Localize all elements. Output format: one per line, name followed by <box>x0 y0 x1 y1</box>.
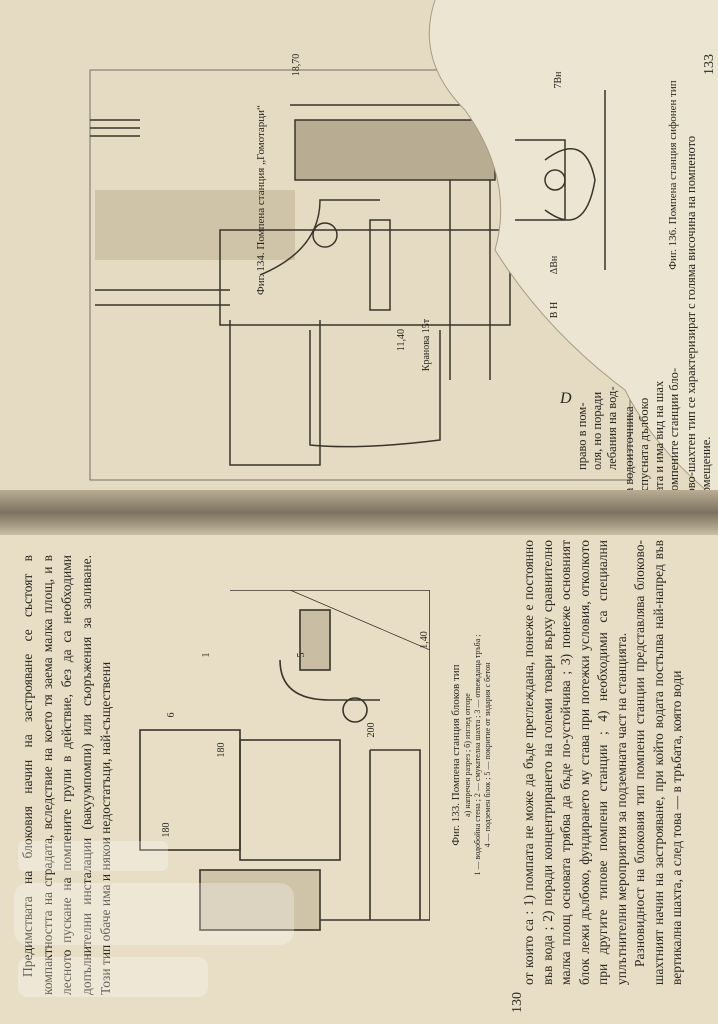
fig133-caption: Фиг. 133. Помпена станция блоков тип <box>450 664 462 846</box>
top-text-continued: на водоизточника с спусната дълбоко мата… <box>622 310 682 500</box>
paragraph-3: Разновидност на блоковия тип помпени ста… <box>632 540 684 985</box>
fig134-drawing <box>89 69 631 481</box>
fig133-dim-140: 1,40 <box>419 631 430 649</box>
page-number-133: 133 <box>702 54 717 75</box>
top-text-fragment: право в пом- оля, но поради лебания на в… <box>575 300 620 470</box>
text-line: с спусната дълбоко <box>637 397 651 500</box>
dim-18-70: 18,70 <box>291 53 302 77</box>
fig133-dim-180a: 180 <box>216 742 227 758</box>
torn-paper-edge <box>395 0 718 500</box>
fig134-caption: Фиг. 134. Помпена станция „Гомотарци“ <box>255 105 267 295</box>
fig134-label-d: D <box>560 390 572 407</box>
fig133-label-6: 6 <box>166 712 177 718</box>
fig136-caption: Фиг. 136. Помпена станция сифонен тип <box>667 80 679 270</box>
fig133-label-5: 5 <box>296 652 307 658</box>
top-text-last-lines: ково-шахтен тип се характеризират с голя… <box>684 80 714 500</box>
fig133-legend-line: а) напречен разрез ; б) изглед отгоре <box>463 693 472 817</box>
fig133-label-1: 1 <box>201 652 212 658</box>
text-line: право в пом- <box>575 402 589 470</box>
fig136-label-h3: В Н <box>549 301 560 319</box>
fig133-caption-block: Фиг. 133. Помпена станция блоков тип а) … <box>450 575 493 935</box>
page-number-130: 130 <box>510 992 525 1013</box>
text-line: оля, но поради <box>590 391 604 470</box>
fig136-label-h2: ΔВн <box>549 255 560 275</box>
text-line: на водоизточника <box>622 406 636 500</box>
text-line: Помпените станции бло- <box>667 368 681 500</box>
text-line: помещение. <box>699 436 713 500</box>
fig136-drawing <box>515 90 606 270</box>
paragraphs-2-3: от които са : 1) помпата не може да бъде… <box>520 540 687 985</box>
page-130: Предимствата на блоковия начин на застро… <box>0 535 718 1024</box>
fig133-drawing <box>139 590 430 931</box>
fig133-legend-line: 4 — подземен блок ; 5 — покритие от зида… <box>483 662 492 848</box>
book-fold <box>0 490 718 540</box>
text-line: мата и има вид на шах <box>652 380 666 500</box>
text-line: лебания на вод- <box>605 386 619 470</box>
fig133-dim-200: 200 <box>366 722 377 738</box>
watermark-logo <box>14 841 294 997</box>
text-line: ково-шахтен тип се характеризират с голя… <box>684 135 698 500</box>
page-133: 18,70 11,40 Кранова 15т Фиг. 134. Помпен… <box>0 0 718 505</box>
fig136-label-h1: 7Вн <box>553 71 564 89</box>
paragraph-2: от които са : 1) помпата не може да бъде… <box>521 540 629 985</box>
fig133-legend-line: 1 — водобойна стена ; 2 — смукателна шах… <box>473 634 482 876</box>
